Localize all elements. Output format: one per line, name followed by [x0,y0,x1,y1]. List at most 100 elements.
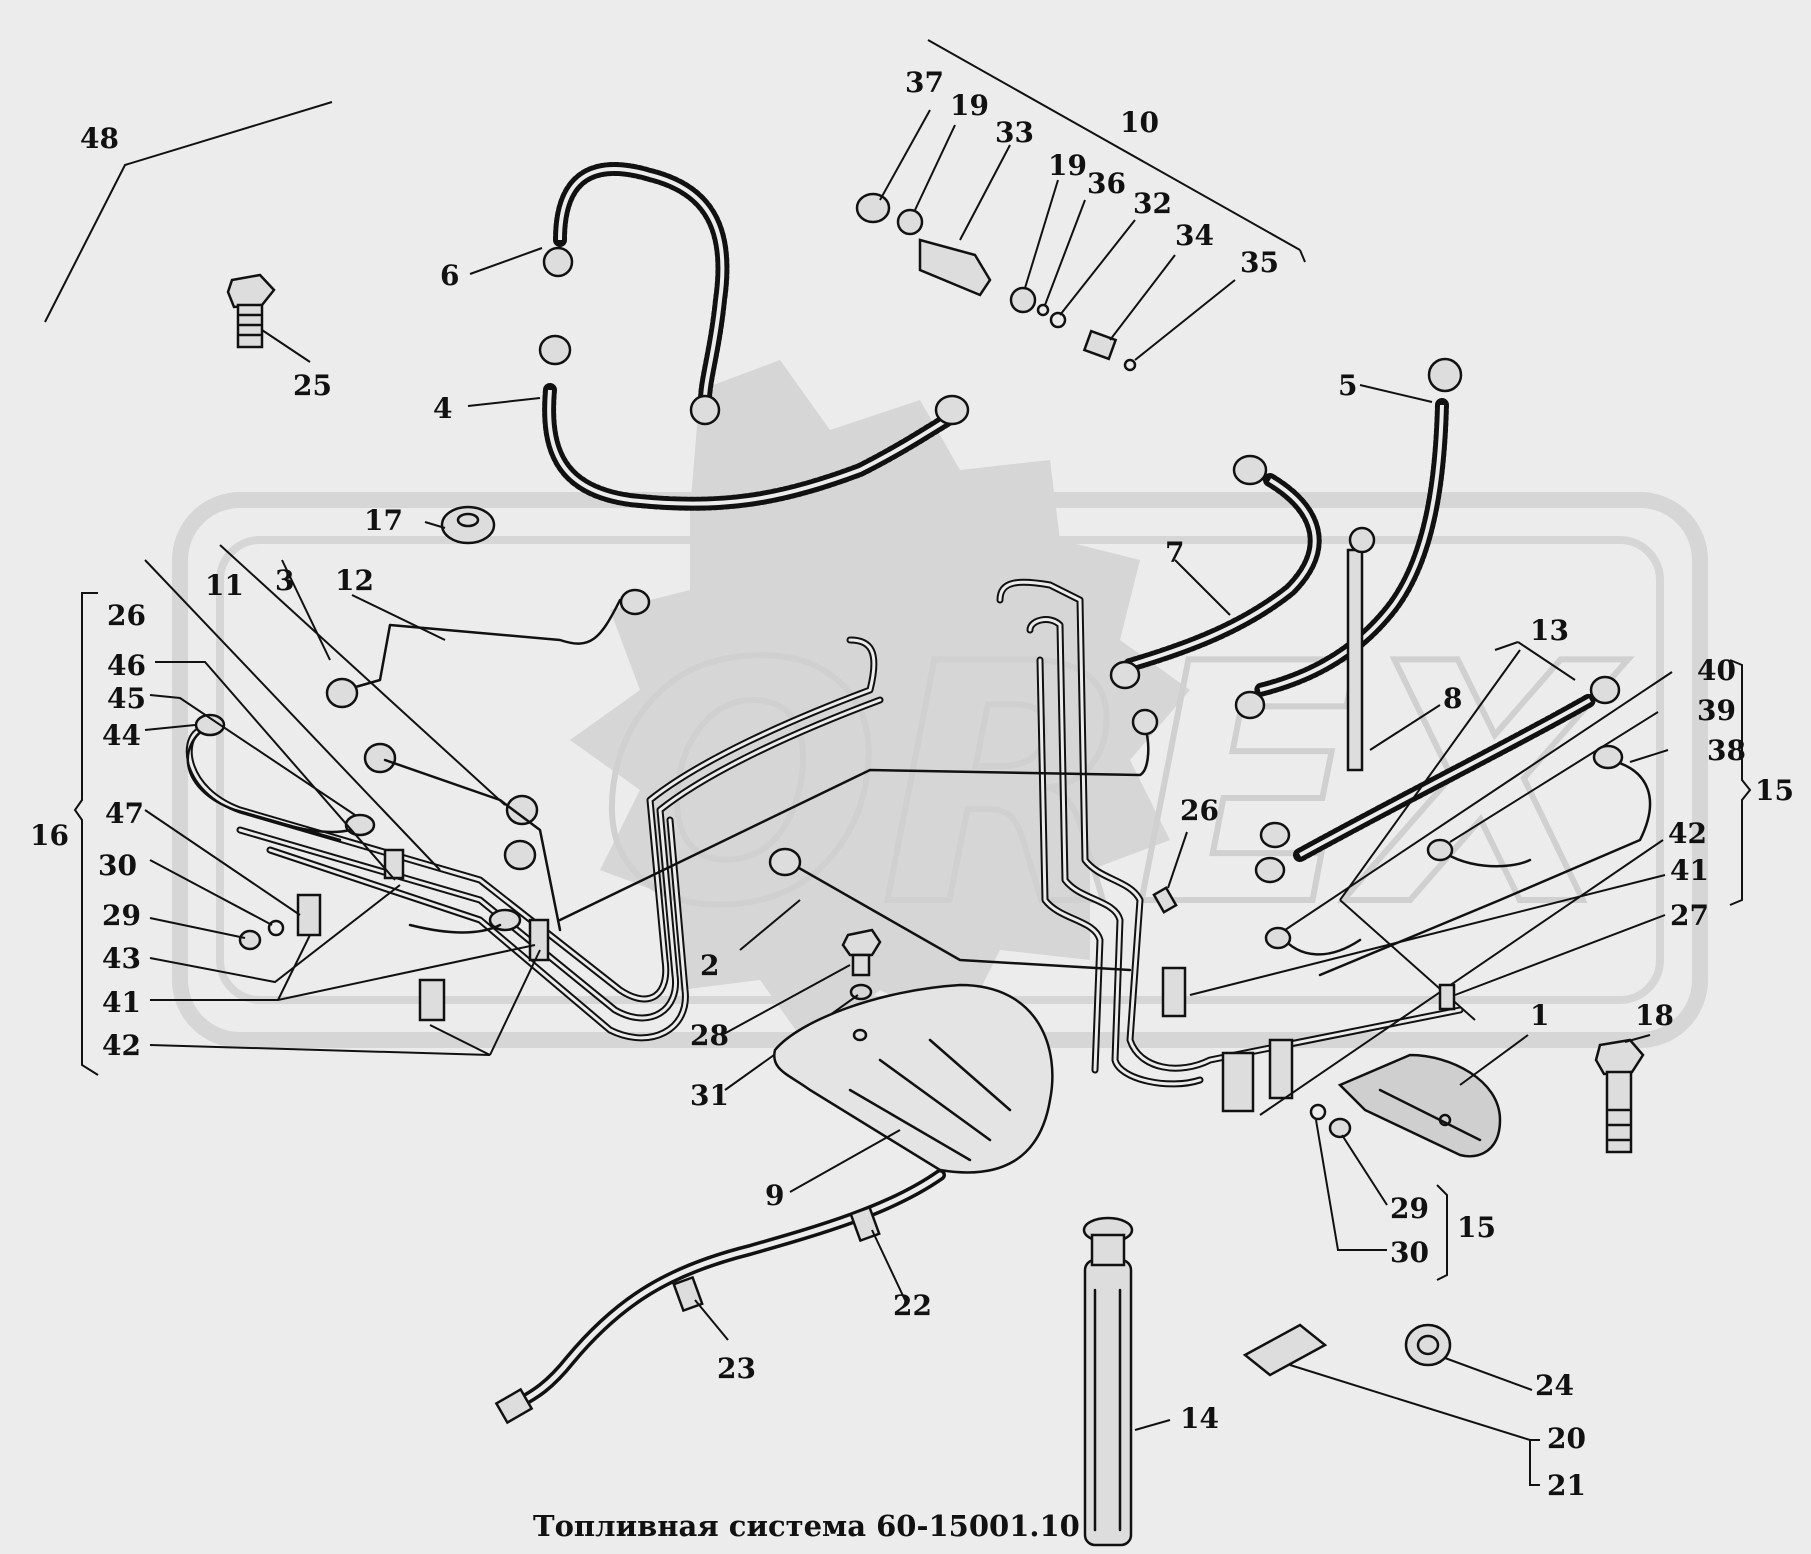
bolt-18 [1594,1038,1645,1154]
brace-15a [1729,659,1752,906]
label-42b: 42 [1668,817,1707,850]
label-42a: 42 [102,1029,141,1062]
plate-9 [772,983,1054,1174]
label-9: 9 [765,1179,784,1212]
leader-48 [44,101,333,323]
label-44: 44 [102,719,141,752]
label-7: 7 [1165,536,1184,569]
hose-7 [1109,454,1322,690]
label-32: 32 [1133,187,1172,220]
label-21: 21 [1547,1469,1586,1502]
label-38: 38 [1707,734,1746,767]
label-10: 10 [1120,106,1159,139]
leader-8 [1369,704,1441,751]
leader-27 [1454,914,1666,996]
label-8: 8 [1443,682,1462,715]
label-43: 43 [102,942,141,975]
leader-17 [424,521,446,529]
pipe-38-end [1592,744,1624,770]
leader-7 [1174,559,1231,616]
leader-13 [1494,641,1576,681]
leader-41a [150,934,536,1001]
leader-20 [1289,1364,1531,1441]
leader-24 [1444,1357,1533,1391]
bracket-42a [1221,1051,1255,1113]
label-24: 24 [1535,1369,1574,1402]
leader-47 [144,809,301,916]
label-29a: 29 [102,899,141,932]
tube-bundle-16 [185,636,884,1042]
label-26b: 26 [1180,794,1219,827]
label-41b: 41 [1670,854,1709,887]
pipe-38 [1318,758,1652,977]
leader-40 [1284,671,1673,931]
tube-bundle-center [996,578,1464,1088]
pipe-12-end [325,677,359,709]
label-18: 18 [1635,999,1674,1032]
hose-13 [1254,675,1621,884]
pipe-2 [783,858,1132,972]
brace-16 [73,592,99,1076]
label-3: 3 [275,564,294,597]
pipe-39-end [1426,838,1454,862]
leader-34 [1109,254,1176,341]
leader-2 [739,899,801,951]
bracket-10 [927,39,1306,263]
hose-5 [1234,357,1463,720]
label-23: 23 [717,1352,756,1385]
brace-15b [1436,1184,1448,1281]
label-33: 33 [995,116,1034,149]
leader-36 [1044,199,1086,306]
label-16: 16 [30,819,69,852]
leader-23 [694,1299,729,1341]
leader-6 [469,247,543,275]
leader-5 [1359,384,1433,403]
label-39: 39 [1697,694,1736,727]
label-12: 12 [335,564,374,597]
label-25: 25 [293,369,332,402]
leader-28 [721,964,851,1036]
hose-22-23 [494,1169,946,1425]
leader-18 [1624,1034,1651,1043]
bracket-41 [1161,966,1187,1018]
rod-8 [1346,526,1376,772]
label-40: 40 [1697,654,1736,687]
label-19b: 19 [1048,149,1087,182]
leader-42a [149,949,541,1056]
nut-29b [1328,1117,1352,1139]
label-14: 14 [1180,1402,1219,1435]
label-17: 17 [364,504,403,537]
leader-19a [914,124,956,211]
label-35: 35 [1240,246,1279,279]
bolt-27 [1438,983,1456,1011]
leader-30b [1315,1119,1387,1251]
label-2: 2 [700,949,719,982]
label-30a: 30 [98,849,137,882]
leader-29a [149,917,246,939]
nut-17 [440,505,496,545]
fitting-assembly-10 [855,192,1137,372]
label-20: 20 [1547,1422,1586,1455]
pipe-2-eye [768,847,802,877]
leader-1 [1459,1034,1529,1086]
leader-46 [155,661,396,881]
washer-31 [849,983,873,1001]
pipe-11 [383,758,562,932]
label-48: 48 [80,122,119,155]
bracket-42b [1268,1038,1294,1100]
label-22: 22 [893,1289,932,1322]
leader-25 [261,329,311,363]
label-19a: 19 [950,89,989,122]
leader-45 [149,694,356,816]
leader-4 [467,397,541,407]
leader-39 [1449,711,1659,843]
pipe-14 [1082,1216,1134,1547]
label-11: 11 [205,569,244,602]
group-16-parts [186,713,550,1022]
label-45: 45 [107,682,146,715]
banjo-3a [505,794,539,826]
leader-42 [1259,839,1664,1116]
label-13: 13 [1530,614,1569,647]
label-29b: 29 [1390,1192,1429,1225]
